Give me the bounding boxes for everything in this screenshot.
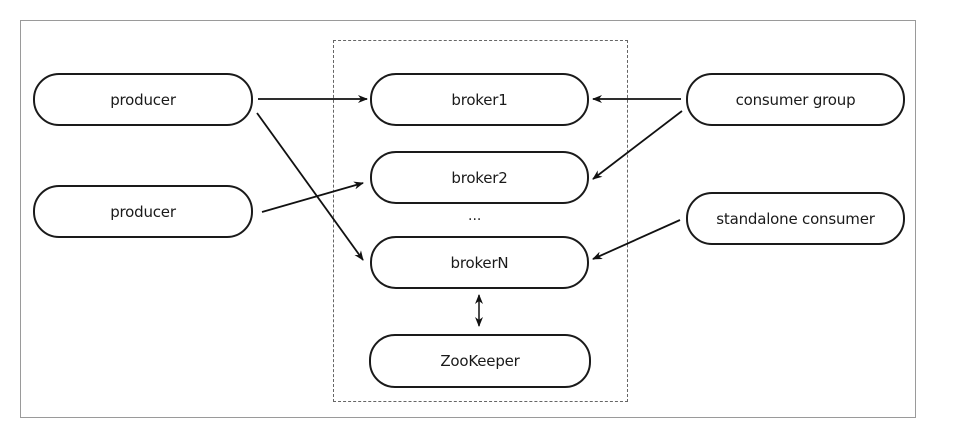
kafka-cluster-boundary [333, 40, 628, 402]
producer-node-2: producer [33, 185, 253, 238]
broker-node-2: broker2 [370, 151, 589, 204]
zookeeper-label: ZooKeeper [440, 352, 520, 370]
producer-label: producer [110, 202, 176, 221]
edge-producer1-brokerN [256, 112, 364, 261]
broker-ellipsis: ... [468, 208, 482, 224]
broker-label: broker2 [451, 168, 508, 187]
broker-label: brokerN [450, 253, 509, 272]
producer-label: producer [110, 90, 176, 109]
edge-consumergroup-broker2 [592, 110, 683, 180]
standalone-consumer-label: standalone consumer [716, 209, 875, 228]
diagram-frame [20, 20, 916, 418]
zookeeper-node: ZooKeeper [369, 334, 591, 388]
broker-node-1: broker1 [370, 73, 589, 126]
edge-standalone-brokerN [592, 219, 681, 260]
consumer-group-node: consumer group [686, 73, 905, 126]
standalone-consumer-node: standalone consumer [686, 192, 905, 245]
edge-producer2-broker2 [261, 181, 364, 213]
consumer-group-label: consumer group [735, 90, 856, 109]
broker-node-n: brokerN [370, 236, 589, 289]
producer-node-1: producer [33, 73, 253, 126]
broker-label: broker1 [451, 90, 508, 109]
